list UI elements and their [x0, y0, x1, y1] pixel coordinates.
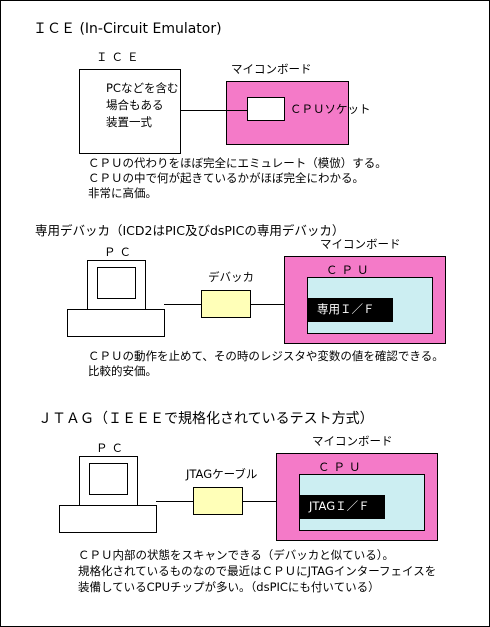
- ice-board-label: マイコンボード: [231, 62, 312, 76]
- debugger-cable-right: [251, 304, 307, 305]
- debugger-interface: [307, 298, 393, 322]
- jtag-title: ＪＴＡＧ（ＩＥＥＥで規格化されているテスト方式）: [38, 411, 374, 427]
- jtag-note-3: 装備しているCPUチップが多い。（dsPICにも付いている）: [78, 580, 380, 594]
- ice-board: [226, 81, 349, 145]
- ice-title: ＩＣＥ (In-Circuit Emulator): [33, 21, 222, 37]
- jtag-cpu-label: ＣＰＵ: [318, 460, 365, 474]
- jtag-board-label: マイコンボード: [312, 434, 393, 448]
- jtag-note-1: ＣＰＵ内部の状態をスキャンできる（デバッカと似ている）。: [78, 548, 395, 562]
- ice-note-3: 非常に高価。: [88, 186, 157, 200]
- ice-box: [79, 69, 181, 154]
- ice-cable: [181, 110, 247, 111]
- jtag-cable-label: JTAGケーブル: [186, 467, 258, 481]
- jtag-iface-label: JTAGＩ／Ｆ: [309, 499, 370, 513]
- debugger-board-label: マイコンボード: [320, 237, 401, 251]
- debugger-iface-label: 専用Ｉ／Ｆ: [317, 302, 375, 316]
- ice-box-line-3: 装置一式: [106, 115, 152, 129]
- ice-box-line-2: 場合もある: [106, 98, 164, 112]
- ice-note-1: ＣＰＵの代わりをほぼ完全にエミュレート（模倣）する。: [88, 156, 387, 170]
- debugger-cable-left: [164, 304, 201, 305]
- ice-box-line-1: PCなどを含む: [106, 81, 179, 95]
- jtag-cable-right: [243, 501, 299, 502]
- debugger-device-label: デバッカ: [208, 270, 254, 284]
- ice-note-2: ＣＰＵの中で何が起きているかがほぼ完全にわかる。: [88, 171, 364, 185]
- ice-socket-label: ＣＰＵソケット: [290, 102, 371, 116]
- jtag-pc-label: ＰＣ: [96, 441, 127, 455]
- jtag-interface: [299, 495, 385, 519]
- jtag-note-2: 規格化されているものなので最近はＣＰＵにJTAGインターフェイスを: [78, 564, 437, 578]
- jtag-cable-left: [156, 501, 193, 502]
- debugger-pc-label: ＰＣ: [104, 245, 135, 259]
- ice-box-label: ＩＣＥ: [96, 50, 143, 64]
- debugger-title: 専用デバッカ（ICD2はPIC及びdsPICの専用デバッカ）: [35, 223, 345, 238]
- jtag-cable-connector: [193, 487, 243, 515]
- debugger-device: [201, 290, 251, 318]
- debugger-note-2: 比較的安価。: [88, 364, 157, 378]
- debugger-cpu-label: ＣＰＵ: [326, 263, 373, 277]
- debugger-note-1: ＣＰＵの動作を止めて、その時のレジスタや変数の値を確認できる。: [88, 349, 444, 363]
- ice-cpu-socket: [247, 97, 285, 121]
